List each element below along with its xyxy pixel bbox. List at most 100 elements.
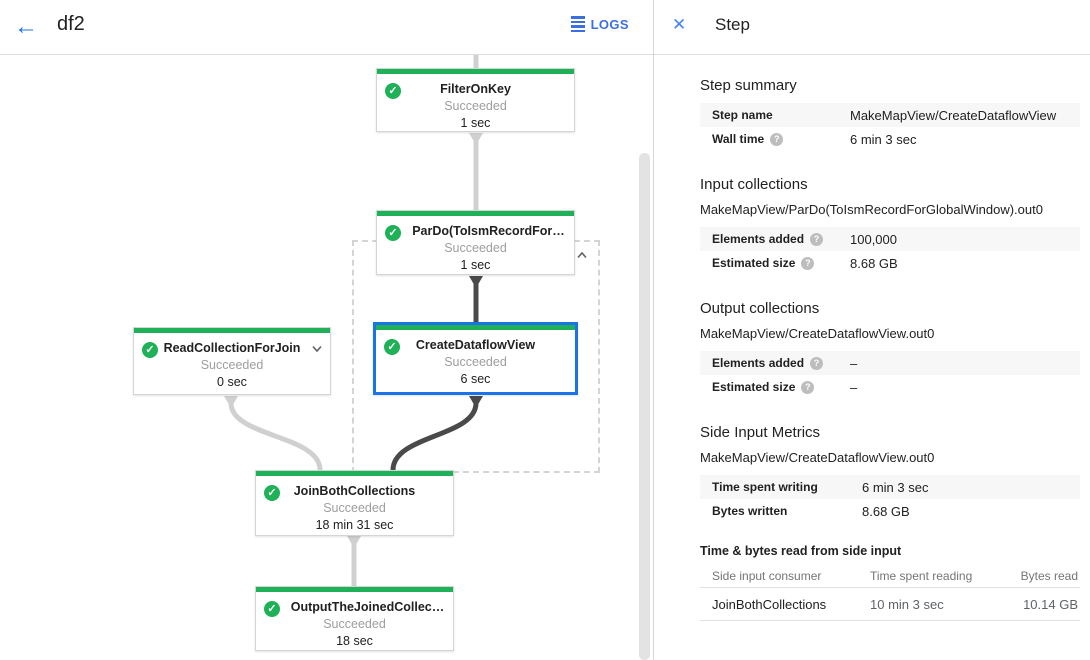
section-heading-output-collections: Output collections (700, 300, 820, 317)
node-title: CreateDataflowView (415, 338, 536, 352)
edge-readcollection-join (228, 402, 323, 471)
arrowhead-icon (469, 133, 483, 145)
back-arrow-icon[interactable]: ← (14, 13, 38, 40)
output-collections-rows: Elements added? – Estimated size? – (700, 351, 1080, 399)
metric-value: 8.68 GB (850, 255, 898, 271)
metric-label: Elements added? (712, 356, 850, 370)
node-status: Succeeded (444, 99, 507, 113)
graph-column: ← df2 LOGS (0, 0, 654, 660)
column-header: Side input consumer (712, 568, 822, 583)
section-heading-input-collections: Input collections (700, 176, 808, 193)
graph-node-joinbothcollections[interactable]: ✓ JoinBothCollections Succeeded 18 min 3… (255, 470, 454, 536)
edge-createdataflowview-join (390, 402, 479, 471)
help-icon[interactable]: ? (810, 232, 824, 246)
node-title: OutputTheJoinedCollec… (290, 600, 445, 614)
side-input-metrics-rows: Time spent writing 6 min 3 sec Bytes wri… (700, 475, 1080, 523)
node-status-bar (377, 211, 574, 216)
help-icon[interactable]: ? (801, 380, 815, 394)
column-header: Time spent reading (870, 568, 973, 583)
metric-row: Time spent writing 6 min 3 sec (700, 475, 1080, 499)
metric-value: – (850, 355, 858, 371)
metric-label: Estimated size? (712, 380, 850, 394)
node-time: 18 min 31 sec (315, 518, 394, 532)
metric-value: 6 min 3 sec (862, 479, 929, 495)
top-bar: ← df2 LOGS (0, 0, 653, 55)
section-heading-side-input-metrics: Side Input Metrics (700, 424, 821, 441)
check-circle-icon: ✓ (385, 225, 401, 241)
node-status: Succeeded (323, 501, 386, 515)
metric-value: 8.68 GB (862, 503, 910, 519)
panel-header: ✕ Step (654, 0, 1090, 55)
node-time: 6 sec (460, 372, 491, 386)
node-status-bar (256, 471, 453, 476)
node-status-bar (134, 328, 330, 333)
table-row[interactable]: JoinBothCollections 10 min 3 sec 10.14 G… (700, 588, 1080, 621)
check-circle-icon: ✓ (142, 342, 158, 358)
help-icon[interactable]: ? (801, 256, 815, 270)
metric-value: MakeMapView/CreateDataflowView (850, 107, 1057, 123)
side-input-table-heading: Time & bytes read from side input (700, 544, 902, 558)
node-time: 18 sec (336, 634, 373, 648)
logs-list-icon (570, 16, 585, 32)
metric-row: Step name MakeMapView/CreateDataflowView (700, 103, 1080, 127)
node-status: Succeeded (444, 355, 507, 369)
input-collections-rows: Elements added? 100,000 Estimated size? … (700, 227, 1080, 275)
node-title: ReadCollectionForJoin (163, 341, 301, 355)
metric-label: Bytes written (712, 504, 788, 518)
side-input-consumer: JoinBothCollections (712, 596, 827, 612)
graph-node-pardo-toismrecord[interactable]: ✓ ParDo(ToIsmRecordFor… Succeeded 1 sec (376, 210, 575, 275)
step-summary-rows: Step name MakeMapView/CreateDataflowView… (700, 103, 1080, 151)
logs-button-label: LOGS (590, 16, 629, 32)
graph-edges (224, 55, 483, 586)
metric-value: – (850, 379, 858, 395)
node-title: JoinBothCollections (293, 484, 416, 498)
node-time: 0 sec (217, 375, 247, 389)
metric-label: Wall time? (712, 132, 850, 146)
metric-row: Bytes written 8.68 GB (700, 499, 1080, 523)
arrowhead-icon (224, 396, 238, 408)
metric-row: Estimated size? 8.68 GB (700, 251, 1080, 275)
node-time: 1 sec (460, 116, 491, 130)
input-collection-name: MakeMapView/ParDo(ToIsmRecordForGlobalWi… (700, 202, 1043, 217)
node-status-bar (377, 69, 574, 74)
output-collection-name: MakeMapView/CreateDataflowView.out0 (700, 326, 935, 341)
column-header: Bytes read (1020, 568, 1078, 583)
close-icon[interactable]: ✕ (672, 15, 687, 34)
bytes-read: 10.14 GB (1023, 596, 1078, 612)
job-graph-canvas[interactable]: MakeMapView ✓ FilterOnKey Succeeded 1 se… (0, 55, 653, 660)
arrowhead-icon (347, 536, 361, 548)
metric-row: Elements added? – (700, 351, 1080, 375)
help-icon[interactable]: ? (770, 132, 784, 146)
node-status: Succeeded (323, 617, 386, 631)
metric-value: 100,000 (850, 231, 897, 247)
node-status-bar (376, 325, 575, 330)
side-input-table-header-row: Side input consumer Time spent reading B… (700, 564, 1080, 588)
panel-content: Step summary Step name MakeMapView/Creat… (654, 55, 1090, 621)
chevron-down-icon[interactable] (311, 345, 323, 353)
help-icon[interactable]: ? (810, 356, 824, 370)
arrowhead-icon (469, 276, 483, 288)
job-title: df2 (57, 13, 85, 35)
check-circle-icon: ✓ (264, 485, 280, 501)
graph-scrollbar[interactable] (639, 153, 650, 660)
check-circle-icon: ✓ (264, 601, 280, 617)
node-status-bar (256, 587, 453, 592)
step-details-panel: ✕ Step Step summary Step name MakeMapVie… (654, 0, 1090, 660)
arrowhead-icon (469, 396, 483, 408)
node-title: ParDo(ToIsmRecordFor… (412, 224, 565, 238)
metric-value: 6 min 3 sec (850, 131, 917, 147)
check-circle-icon: ✓ (384, 339, 400, 355)
logs-button[interactable]: LOGS (570, 16, 629, 32)
graph-node-outputthejoinedcollection[interactable]: ✓ OutputTheJoinedCollec… Succeeded 18 se… (255, 586, 454, 651)
node-time: 1 sec (460, 258, 491, 272)
metric-row: Elements added? 100,000 (700, 227, 1080, 251)
graph-node-createdataflowview[interactable]: ✓ CreateDataflowView Succeeded 6 sec (373, 322, 578, 395)
side-input-collection-name: MakeMapView/CreateDataflowView.out0 (700, 450, 935, 465)
node-status: Succeeded (200, 358, 264, 372)
graph-node-readcollectionforjoin[interactable]: ✓ ReadCollectionForJoin Succeeded 0 sec (133, 327, 331, 395)
node-status: Succeeded (444, 241, 507, 255)
graph-node-filteronkey[interactable]: ✓ FilterOnKey Succeeded 1 sec (376, 68, 575, 132)
metric-label: Time spent writing (712, 480, 818, 494)
metric-row: Wall time? 6 min 3 sec (700, 127, 1080, 151)
metric-label: Elements added? (712, 232, 850, 246)
